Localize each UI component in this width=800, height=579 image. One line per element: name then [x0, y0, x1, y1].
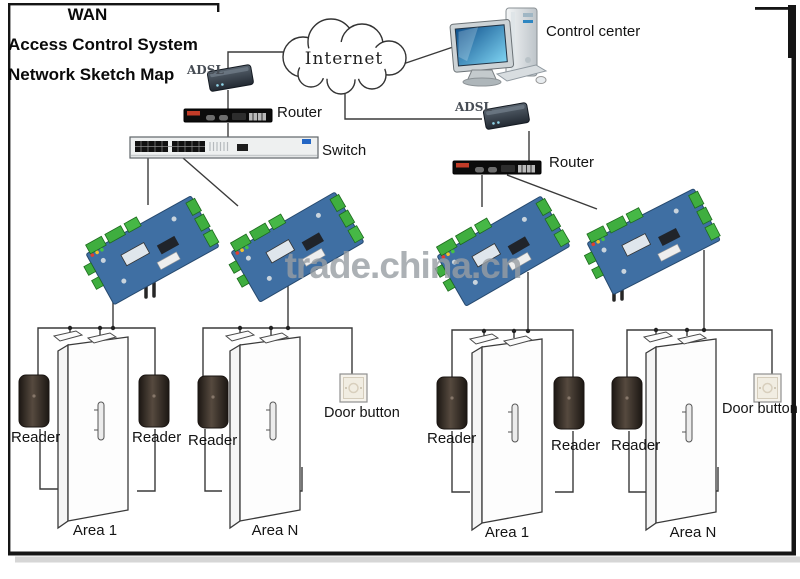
wire-adsl1-to-cloud: [227, 51, 289, 74]
keyboard: [495, 64, 548, 82]
door-button-right: [753, 373, 782, 403]
internet-label: Internet: [304, 49, 384, 69]
reader-area1l-right: [138, 374, 170, 428]
router-1-device: [183, 108, 273, 123]
door-arean-left: [229, 336, 301, 529]
area-label-3: Area 1: [484, 524, 530, 541]
title-network-sketch: Network Sketch Map: [8, 65, 175, 84]
reader-label-4: Reader: [427, 430, 477, 447]
reader-area1l-left: [18, 374, 50, 428]
frame-wire-5: [451, 431, 470, 493]
watermark: trade.china.cn: [284, 245, 523, 286]
lock-device: [53, 330, 83, 342]
harness-arean-right: [626, 329, 773, 378]
switch-device: [129, 136, 319, 159]
frame-wire-3: [204, 429, 222, 492]
router-2-label: Router: [549, 154, 595, 171]
diagram-frame: [8, 3, 800, 563]
lock-device: [469, 333, 499, 345]
area-label-1: Area 1: [72, 522, 118, 539]
internet-cloud: [282, 18, 407, 95]
reader-label-5: Reader: [551, 437, 601, 454]
control-center-computer: [449, 7, 548, 87]
monitor: [449, 19, 515, 73]
door-area1-left: [57, 336, 129, 529]
lock-device: [225, 330, 255, 342]
controller-board-1: [74, 187, 222, 310]
door-button-left: [339, 373, 368, 403]
frame-wire-6: [555, 431, 574, 493]
router-2-device: [452, 160, 542, 175]
door-area1-right: [471, 338, 543, 531]
wire-cloud-to-control-center: [402, 44, 460, 65]
door-button-label-1: Door button: [324, 405, 400, 421]
harness-area1-left: [37, 327, 156, 376]
wire-cloud-to-adsl2: [344, 92, 482, 120]
drop-wires: [69, 328, 688, 338]
wire-switch-to-board2: [182, 157, 239, 207]
title-wan: WAN: [67, 5, 108, 24]
lock-device: [643, 331, 673, 343]
wire-router2-to-board4: [506, 174, 598, 210]
router-1-label: Router: [277, 104, 323, 121]
adsl-label-top: ADSL: [187, 63, 224, 77]
controller-board-4: [575, 179, 723, 299]
control-center-label: Control center: [546, 23, 641, 40]
frame-wire-2: [137, 429, 156, 492]
reader-label-1: Reader: [11, 429, 61, 446]
reader-area1r-right: [553, 376, 585, 430]
door-arean-right: [645, 338, 717, 531]
switch-logo: [302, 139, 311, 144]
door-button-label-2: Door button: [722, 401, 798, 417]
reader-areanl: [197, 375, 229, 429]
area-label-4: Area N: [669, 524, 717, 541]
area-label-2: Area N: [251, 522, 299, 539]
switch-label: Switch: [322, 142, 367, 159]
reader-label-3: Reader: [188, 432, 238, 449]
frame-wire-1: [39, 429, 58, 490]
title-access-control: Access Control System: [8, 35, 198, 54]
adsl-label-right: ADSL: [455, 100, 492, 114]
reader-label-6: Reader: [611, 437, 661, 454]
harness-arean-left: [202, 327, 353, 376]
reader-area1r-left: [436, 376, 468, 430]
reader-areanr: [611, 376, 643, 430]
mouse: [535, 76, 547, 84]
frame-wire-7: [628, 431, 646, 493]
wire-junction-dots: [67, 325, 707, 334]
reader-label-2: Reader: [132, 429, 182, 446]
